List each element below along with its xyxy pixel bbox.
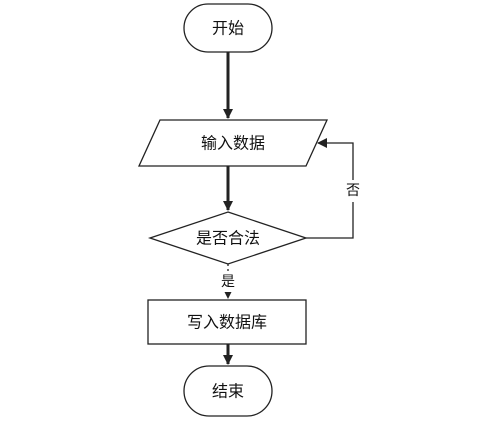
- write-node-shape: [147, 299, 307, 345]
- check-node-label: 是否合法: [196, 229, 260, 248]
- edge-label-no: 否: [346, 183, 360, 199]
- end-node-shape: [183, 365, 273, 417]
- end-node-label: 结束: [212, 382, 244, 401]
- start-node: 开始: [183, 3, 273, 53]
- edge-label-yes: 是: [221, 274, 235, 290]
- input-node-shape: [137, 119, 329, 167]
- end-node: 结束: [183, 365, 273, 417]
- input-node-label: 输入数据: [201, 134, 265, 153]
- no-label-backdrop: [343, 180, 363, 202]
- check-node: 是否合法: [147, 211, 309, 265]
- yes-label-backdrop: [218, 272, 238, 292]
- write-node-label: 写入数据库: [187, 313, 267, 332]
- input-node: 输入数据: [137, 119, 329, 167]
- write-node: 写入数据库: [147, 299, 307, 345]
- start-node-label: 开始: [212, 19, 244, 38]
